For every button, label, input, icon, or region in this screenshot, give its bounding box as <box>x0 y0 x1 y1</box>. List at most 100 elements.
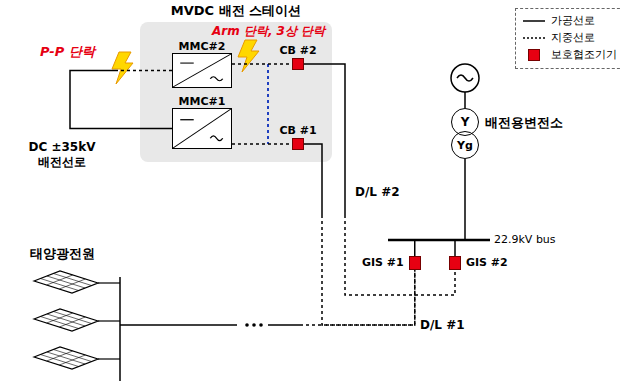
station-title: MVDC 배전 스테이션 <box>138 2 334 20</box>
overhead-line <box>304 144 322 215</box>
converter-box: MMC#2 <box>172 40 232 88</box>
solar-panel <box>34 347 98 369</box>
line-label: D/L #1 <box>420 318 465 333</box>
legend-row: 보호협조기기 <box>523 48 617 62</box>
connector <box>304 144 415 325</box>
overhead-line <box>70 71 172 129</box>
converter-diagonal <box>173 109 231 148</box>
underground-line <box>232 63 292 65</box>
connector <box>232 144 292 145</box>
gis-label: GIS #2 <box>466 256 508 270</box>
station-background <box>140 22 332 162</box>
underground-line <box>345 215 455 295</box>
dc-symbol <box>180 63 193 64</box>
fault-label: P-P 단락 <box>40 44 95 60</box>
fault-bolt <box>112 52 133 84</box>
legend-box: 가공선로지중선로보호협조기기 <box>515 8 621 69</box>
legend-text: 가공선로 <box>551 14 595 28</box>
gis-breaker: GIS #1 <box>362 256 421 270</box>
breaker: CB #1 <box>276 124 320 150</box>
panel-grid <box>47 314 85 326</box>
converter-symbol <box>173 54 231 87</box>
gis-label: GIS #1 <box>362 256 404 270</box>
solar-label: 태양광전원 <box>30 245 130 262</box>
winding-label: Y <box>461 116 470 128</box>
line-label: DC ±35kV 배전선로 <box>22 140 102 170</box>
winding-circle: Yg <box>451 131 479 159</box>
connector <box>70 71 172 129</box>
panel-grid <box>59 279 85 289</box>
panel-lead <box>98 282 120 283</box>
overhead-line <box>130 324 237 326</box>
source-tilde <box>457 75 473 81</box>
source-symbol <box>451 64 479 92</box>
solar-source: 태양광전원 <box>30 245 130 385</box>
ellipsis-dot <box>252 323 256 327</box>
legend-line-sample <box>523 17 545 25</box>
panel-lead <box>98 358 120 359</box>
bus-drop <box>414 240 416 256</box>
gis-breaker: GIS #2 <box>449 256 508 270</box>
legend-text: 보호협조기기 <box>551 48 617 62</box>
underground-line <box>300 270 415 325</box>
converter-label: MMC#2 <box>172 40 232 53</box>
legend-text: 지중선로 <box>551 31 595 45</box>
bus-bar <box>388 239 490 242</box>
underground-line <box>232 143 292 145</box>
tie-line <box>267 64 269 144</box>
connector <box>130 270 415 325</box>
legend-row: 가공선로 <box>523 14 617 28</box>
substation-label: 배전용변전소 <box>485 115 563 131</box>
solar-bus <box>119 277 121 381</box>
panel-grid <box>59 355 85 365</box>
underground-line <box>115 70 172 72</box>
panel-grid <box>47 313 73 323</box>
connector <box>304 64 455 295</box>
panel-lead <box>98 320 120 321</box>
legend-line <box>523 20 545 22</box>
line-label: D/L #2 <box>355 185 400 200</box>
panel-grid <box>47 275 73 285</box>
converter-square <box>172 53 232 88</box>
overhead-line <box>268 324 300 326</box>
gis-square <box>449 256 461 270</box>
converter-symbol <box>173 109 231 148</box>
solar-panel <box>34 309 98 331</box>
overhead-line <box>304 64 345 215</box>
ellipsis-dot <box>259 323 263 327</box>
legend-line-sample <box>523 34 545 42</box>
winding-label: Yg <box>457 140 473 151</box>
fault-bolt <box>238 40 259 72</box>
fault-label: Arm 단락, 3상 단락 <box>212 24 325 39</box>
connector <box>232 64 292 65</box>
converter-square <box>172 108 232 149</box>
solar-bus <box>120 324 130 326</box>
panel-grid <box>59 317 85 327</box>
legend-swatch <box>528 49 540 61</box>
breaker-square <box>292 138 304 150</box>
ac-symbol <box>210 136 222 141</box>
breaker-label: CB #1 <box>276 124 320 137</box>
converter-box: MMC#1 <box>172 95 232 149</box>
panel-grid <box>47 352 85 364</box>
solar-panel <box>34 271 98 293</box>
converter-label: MMC#1 <box>172 95 232 108</box>
dc-symbol <box>180 119 193 120</box>
ac-symbol <box>210 77 222 81</box>
panel-grid <box>47 276 85 288</box>
gis-square <box>409 256 421 270</box>
panel-grid <box>47 351 73 361</box>
legend-row: 지중선로 <box>523 31 617 45</box>
solar-panels <box>30 263 130 385</box>
breaker-square <box>292 58 304 70</box>
breaker-label: CB #2 <box>276 44 320 57</box>
ellipsis-dot <box>245 323 249 327</box>
wire <box>464 92 466 108</box>
legend-line <box>523 37 545 39</box>
bus-label: 22.9kV bus <box>494 233 556 247</box>
bus-drop <box>454 240 456 256</box>
wire <box>464 159 466 240</box>
underground-line <box>322 215 415 325</box>
converter-diagonal <box>173 54 231 87</box>
